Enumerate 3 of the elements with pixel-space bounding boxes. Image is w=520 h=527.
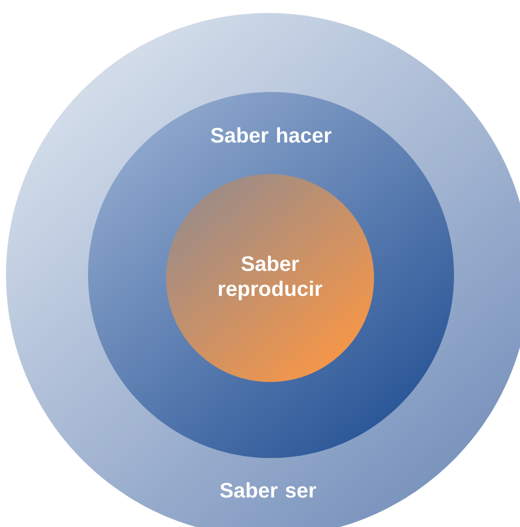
circle-label: Saber ser bbox=[220, 482, 316, 498]
circle-label: Saber reproducir bbox=[218, 256, 322, 300]
circle-label: Saber hacer bbox=[210, 127, 332, 143]
